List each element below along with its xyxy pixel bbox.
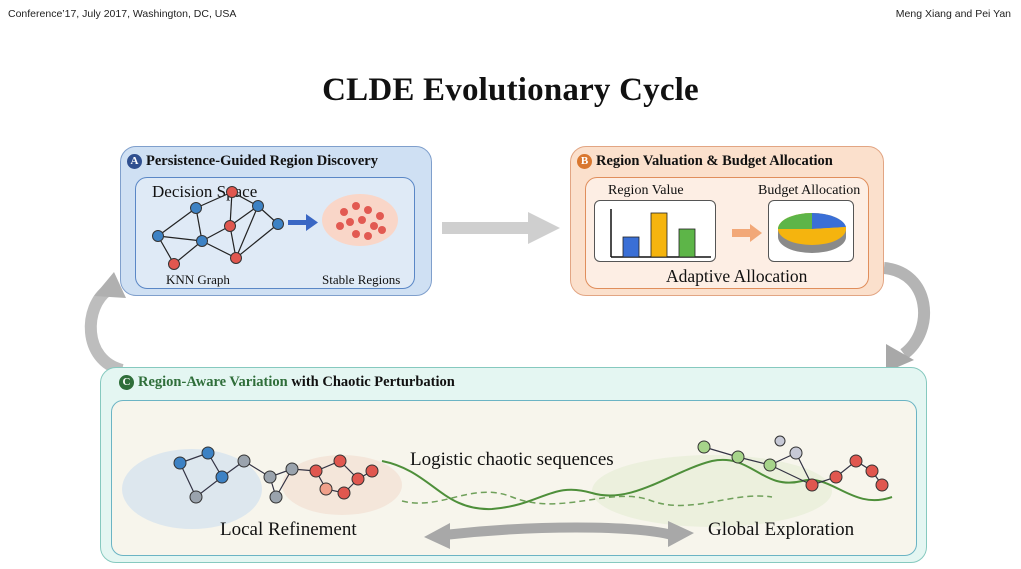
bar-blue [622, 236, 640, 258]
bar-yellow [650, 212, 668, 258]
arrow-a-to-b [442, 212, 560, 244]
panel-chaotic-variation: C Region-Aware Variation with Chaotic Per… [100, 367, 927, 563]
arrow-c-to-a [84, 285, 124, 376]
running-header-right: Meng Xiang and Pei Yan [895, 8, 1011, 20]
panel-region-discovery: A Persistence-Guided Region Discovery Dec… [120, 146, 432, 296]
panel-c-title-black: with Chaotic Perturbation [287, 374, 455, 390]
badge-b: B [577, 154, 592, 169]
panel-c-title: C Region-Aware Variation with Chaotic Per… [119, 374, 455, 391]
arrow-c-to-a-head [94, 272, 126, 298]
value-to-budget-arrow [732, 224, 762, 242]
panel-budget-allocation: B Region Valuation & Budget Allocation Re… [570, 146, 884, 296]
chaotic-landscape [122, 435, 893, 549]
running-header-left: Conference’17, July 2017, Washington, DC… [8, 8, 237, 20]
variation-box: Logistic chaotic sequences Local Refinem… [111, 400, 917, 556]
knn-graph [152, 186, 398, 270]
adaptive-allocation-label: Adaptive Allocation [666, 266, 808, 286]
panel-a-title: A Persistence-Guided Region Discovery [127, 153, 378, 170]
pie-blue-slice [812, 212, 846, 229]
panel-a-title-text: Persistence-Guided Region Discovery [146, 153, 378, 169]
knn-graph-label: KNN Graph [166, 272, 230, 287]
stable-regions-label: Stable Regions [322, 272, 401, 287]
refine-explore-arrow [424, 521, 694, 549]
panel-b-title-text: Region Valuation & Budget Allocation [596, 153, 833, 169]
stable-region-points [336, 202, 386, 240]
arrow-b-to-c-head [886, 344, 914, 372]
panel-c-title-green: Region-Aware Variation [138, 374, 288, 390]
region-value-bars [610, 209, 711, 258]
pie-chart-box [768, 200, 854, 262]
global-exploration-label: Global Exploration [708, 519, 855, 540]
budget-pie [778, 212, 847, 253]
chaotic-sequences-label: Logistic chaotic sequences [410, 449, 614, 470]
chaotic-curve-solid [381, 458, 893, 511]
allocation-box: Region Value Budget Allocation Adaptive … [585, 177, 869, 289]
budget-allocation-label: Budget Allocation [758, 183, 861, 198]
bar-green [678, 228, 696, 258]
badge-a: A [127, 154, 142, 169]
pie-green-slice [778, 213, 812, 229]
badge-c: C [119, 375, 134, 390]
bar-chart-box [594, 200, 716, 262]
arrow-b-to-c [883, 262, 930, 359]
diagram-title: CLDE Evolutionary Cycle [322, 72, 699, 108]
panel-b-title: B Region Valuation & Budget Allocation [577, 153, 833, 170]
pie-yellow-slice [778, 227, 847, 245]
chaotic-curve-dashed [401, 491, 773, 507]
arrow-graph-to-regions [288, 214, 318, 231]
local-refinement-label: Local Refinement [220, 519, 357, 540]
decision-space-box: Decision Space [135, 177, 415, 289]
region-value-label: Region Value [608, 183, 684, 198]
